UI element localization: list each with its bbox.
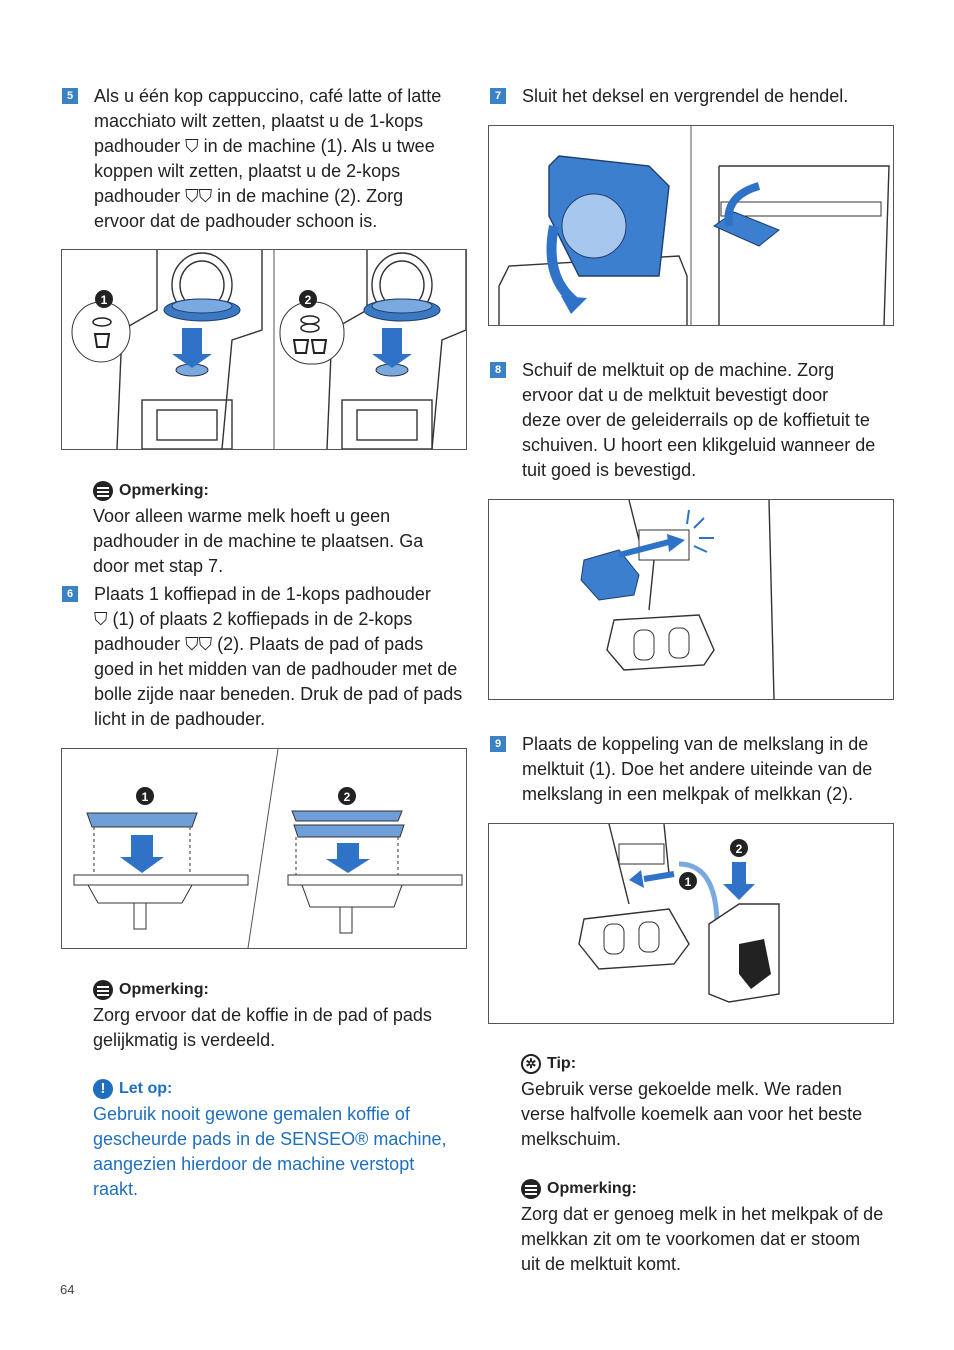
note-heading-text: Opmerking: [119,981,209,998]
step-text: Plaats 1 koffiepad in de 1-kops padhoude… [94,584,463,729]
step-text: Als u één kop cappuccino, café latte of … [94,86,442,231]
caution-heading-text: Let op: [119,1080,173,1097]
note-text: Zorg ervoor dat de koffie in de pad of p… [93,1005,432,1050]
caution-heading: ! Let op: [93,1079,172,1099]
close-lid-illustration [498,126,890,325]
figure-label-2: 2 [736,842,743,856]
figure-close-lid [488,125,894,326]
step-text: Plaats de koppeling van de melkslang in … [522,734,873,804]
note-icon [93,481,113,501]
caution-text: Gebruik nooit gewone gemalen koffie of g… [93,1104,447,1199]
step-text: Sluit het deksel en vergrendel de hendel… [522,86,849,106]
note-heading-text: Opmerking: [547,1180,637,1197]
step-number: 9 [490,736,506,752]
milk-spout-illustration [580,500,775,699]
note-heading: Opmerking: [93,481,209,501]
step-number: 5 [62,88,78,104]
page-number: 64 [60,1282,75,1297]
figure-label-2: 2 [344,790,351,804]
machine-illustration: 1 2 [71,250,466,449]
note-heading: Opmerking: [521,1179,637,1199]
figure-milk-hose: 1 2 [488,823,894,1024]
figure-milk-spout [488,499,894,700]
note-icon [521,1179,541,1199]
coffee-pad-illustration: 1 2 [73,749,463,948]
step-text: Schuif de melktuit op de machine. Zorg e… [522,360,876,480]
figure-label-1: 1 [142,790,149,804]
note-heading-text: Opmerking: [119,482,209,499]
step-number: 6 [62,586,78,602]
warning-icon: ! [93,1079,113,1099]
tip-heading-text: Tip: [547,1055,577,1072]
figure-label-1: 1 [685,875,692,889]
tip-icon: ✲ [521,1054,541,1074]
note-icon [93,980,113,1000]
step-number: 8 [490,362,506,378]
milk-hose-illustration: 1 2 [578,824,780,1003]
figure-pad-holder-insert: 1 2 [61,249,467,450]
note-text: Voor alleen warme melk hoeft u geen padh… [93,506,424,576]
tip-heading: ✲ Tip: [521,1054,576,1074]
note-text: Zorg dat er genoeg melk in het melkpak o… [521,1204,884,1274]
step-number: 7 [490,88,506,104]
label-1-badge [95,290,113,308]
note-heading: Opmerking: [93,980,209,1000]
figure-label-2: 2 [305,293,312,307]
tip-text: Gebruik verse gekoelde melk. We raden ve… [521,1079,863,1149]
figure-coffee-pads: 1 2 [61,748,467,949]
figure-label-1: 1 [101,293,108,307]
